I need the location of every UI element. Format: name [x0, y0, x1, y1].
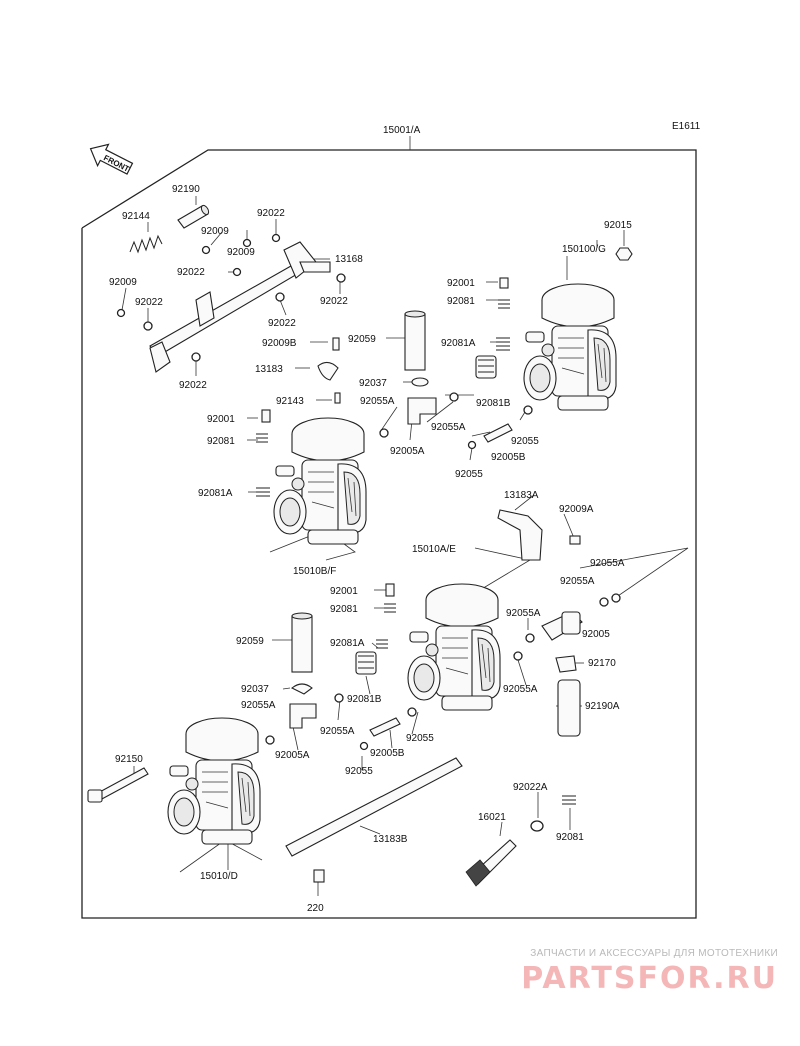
label-92055a-g: 92055A [241, 700, 276, 711]
label-92055a-e: 92055A [506, 608, 541, 619]
label-220: 220 [307, 903, 324, 914]
label-92009b: 92009B [262, 338, 297, 349]
watermark: ЗАПЧАСТИ И АКСЕССУАРЫ ДЛЯ МОТОТЕХНИКИ PA… [521, 948, 778, 996]
label-92001-a: 92001 [447, 278, 475, 289]
assembly-frame [81, 149, 697, 919]
watermark-logo: PARTSFOR.RU [521, 961, 778, 996]
diagram-code: E1611 [672, 121, 701, 132]
carburetor-15010ae [407, 583, 501, 711]
label-92037-a: 92037 [359, 378, 387, 389]
label-92022-a: 92022 [257, 208, 285, 219]
label-92022-d: 92022 [320, 296, 348, 307]
label-92001-c: 92001 [330, 586, 358, 597]
label-92022-c: 92022 [135, 297, 163, 308]
label-15010bf: 15010B/F [293, 566, 336, 577]
label-92055-d: 92055 [345, 766, 373, 777]
label-92022-e: 92022 [268, 318, 296, 329]
label-92081b-a: 92081B [476, 398, 511, 409]
label-92081-d: 92081 [556, 832, 584, 843]
watermark-subtitle: ЗАПЧАСТИ И АКСЕССУАРЫ ДЛЯ МОТОТЕХНИКИ [530, 948, 778, 959]
label-92081b-b: 92081B [347, 694, 382, 705]
label-92059-a: 92059 [348, 334, 376, 345]
label-92081-a: 92081 [447, 296, 475, 307]
label-92143: 92143 [276, 396, 304, 407]
label-92005b-b: 92005B [370, 748, 405, 759]
label-16021: 16021 [478, 812, 506, 823]
carburetor-150100g [523, 283, 617, 411]
label-13183: 13183 [255, 364, 283, 375]
label-92190a: 92190A [585, 701, 620, 712]
label-92005a-a: 92005A [390, 446, 425, 457]
label-15010d: 15010/D [200, 871, 238, 882]
label-92055a-a: 92055A [360, 396, 395, 407]
label-92144: 92144 [122, 211, 150, 222]
linkage-bracket [149, 241, 331, 373]
label-92055a-b: 92055A [431, 422, 466, 433]
label-150100g: 150100/G [562, 244, 606, 255]
label-92009a: 92009A [559, 504, 594, 515]
label-92055a-d: 92055A [560, 576, 595, 587]
label-13168: 13168 [335, 254, 363, 265]
label-13183a: 13183A [504, 490, 539, 501]
label-13183b: 13183B [373, 834, 408, 845]
label-92081-b: 92081 [207, 436, 235, 447]
label-92190: 92190 [172, 184, 200, 195]
label-92055a-h: 92055A [320, 726, 355, 737]
spring-92144 [129, 234, 163, 254]
part-number-labels: 15001/A 92190 92144 92009 92022 92009 92… [109, 125, 632, 914]
label-92009-a: 92009 [201, 226, 229, 237]
label-92081a-b: 92081A [198, 488, 233, 499]
label-92022-b: 92022 [177, 267, 205, 278]
label-92081a-c: 92081A [330, 638, 365, 649]
label-92081-c: 92081 [330, 604, 358, 615]
label-92022a: 92022A [513, 782, 548, 793]
label-92015: 92015 [604, 220, 632, 231]
label-15001a: 15001/A [383, 125, 421, 136]
front-arrow-icon: FRONT [89, 143, 134, 175]
label-92170: 92170 [588, 658, 616, 669]
carburetor-15010d [167, 717, 261, 845]
label-92001-b: 92001 [207, 414, 235, 425]
label-92005a-b: 92005A [275, 750, 310, 761]
label-92037-b: 92037 [241, 684, 269, 695]
carburetor-15010bf [273, 417, 367, 545]
label-92005: 92005 [582, 629, 610, 640]
label-92059-b: 92059 [236, 636, 264, 647]
label-92022-f: 92022 [179, 380, 207, 391]
label-92055-b: 92055 [455, 469, 483, 480]
label-92009-c: 92009 [109, 277, 137, 288]
label-92009-b: 92009 [227, 247, 255, 258]
tube-92190 [177, 204, 210, 229]
label-15010ae: 15010A/E [412, 544, 456, 555]
label-92055a-c: 92055A [590, 558, 625, 569]
label-92055a-f: 92055A [503, 684, 538, 695]
small-parts [87, 277, 621, 887]
label-92081a-a: 92081A [441, 338, 476, 349]
label-92150: 92150 [115, 754, 143, 765]
nuts-and-washers [116, 233, 633, 362]
label-92055-c: 92055 [406, 733, 434, 744]
label-92005b-a: 92005B [491, 452, 526, 463]
label-92055-a: 92055 [511, 436, 539, 447]
